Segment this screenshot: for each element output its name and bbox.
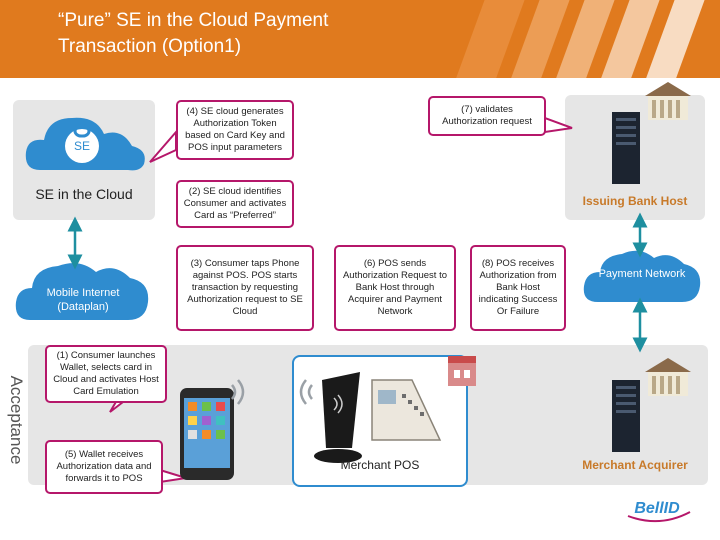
se-cloud-icon (25, 117, 145, 171)
acceptance-label: Acceptance (4, 365, 28, 475)
se-badge: SE (73, 139, 90, 153)
callout-step-4: (4) SE cloud generates Authorization Tok… (176, 100, 294, 160)
lock-icon (73, 124, 91, 138)
callout-step-2: (2) SE cloud identifies Consumer and act… (176, 180, 294, 228)
issuing-bank-server-icon (612, 112, 640, 184)
pos-register-icon (371, 379, 442, 441)
issuing-bank-building-icon (645, 82, 691, 120)
callout-step-3: (3) Consumer taps Phone against POS. POS… (176, 245, 314, 331)
issuing-bank-label: Issuing Bank Host (582, 194, 688, 208)
callout-step-7: (7) validates Authorization request (428, 96, 546, 136)
se-badge-circle (65, 129, 99, 163)
payment-network-label: Payment Network (598, 268, 686, 280)
acceptance-label-text: Acceptance (7, 375, 26, 465)
callout-step-6: (6) POS sends Authorization Request to B… (334, 245, 456, 331)
se-in-cloud-label: SE in the Cloud (35, 186, 133, 202)
wireless-signal-icon (231, 379, 313, 405)
mobile-internet-cloud (15, 263, 149, 320)
merchant-acquirer-label: Merchant Acquirer (582, 458, 688, 472)
title-line-1: “Pure” SE in the Cloud Payment (58, 10, 329, 31)
bellid-logo-swoosh (627, 511, 691, 523)
callout-step-8: (8) POS receives Authorization from Bank… (470, 245, 566, 331)
contactless-terminal-icon (314, 372, 362, 463)
callout-step-1: (1) Consumer launches Wallet, selects ca… (45, 345, 167, 403)
callout-step-5: (5) Wallet receives Authorization data a… (45, 440, 163, 494)
smartphone-icon (180, 388, 234, 480)
header-banner: “Pure” SE in the Cloud Payment Transacti… (0, 0, 720, 78)
acquirer-server-icon (612, 380, 640, 452)
payment-network-cloud (583, 250, 701, 302)
page-title: “Pure” SE in the Cloud Payment Transacti… (58, 8, 328, 60)
bellid-logo: BellID (634, 500, 680, 517)
callout-pointer-7 (544, 116, 573, 134)
callout-pointer-4 (149, 129, 177, 163)
merchant-pos-label: Merchant POS (340, 458, 420, 472)
title-line-2: Transaction (Option1) (58, 36, 242, 57)
mobile-internet-label: Mobile Internet (Dataplan) (46, 287, 120, 313)
store-icon (448, 356, 476, 386)
acquirer-building-icon (645, 358, 691, 396)
